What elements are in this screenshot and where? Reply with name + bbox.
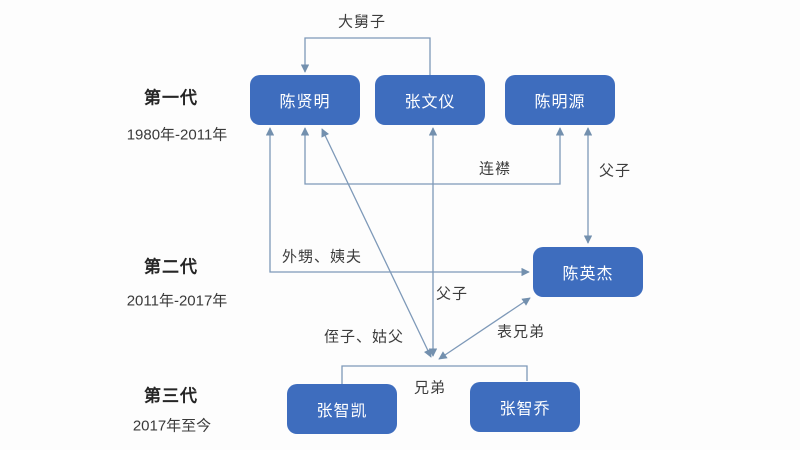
node-zhang-zhikai: 张智凯 xyxy=(287,384,397,434)
generation-2-label: 第二代 xyxy=(144,257,198,277)
generation-3-label: 第三代 xyxy=(144,386,198,406)
node-chen-xianming: 陈贤明 xyxy=(250,75,360,125)
generation-2-period: 2011年-2017年 xyxy=(126,292,228,310)
node-chen-yingjie: 陈英杰 xyxy=(533,247,643,297)
generation-3-period: 2017年至今 xyxy=(132,417,212,435)
generation-1-period: 1980年-2011年 xyxy=(126,126,228,144)
connector-waisheng-yifu xyxy=(265,127,530,277)
connector-xiongdi xyxy=(341,365,528,384)
connector-dajiuzi xyxy=(300,37,431,75)
edge-label-waisheng-yifu: 外甥、姨夫 xyxy=(281,248,363,266)
edge-label-biaoxiongdi: 表兄弟 xyxy=(496,323,546,341)
edge-label-xiongdi: 兄弟 xyxy=(413,379,447,397)
node-zhang-wenyi: 张文仪 xyxy=(375,75,485,125)
generation-1-label: 第一代 xyxy=(144,88,198,108)
node-chen-mingyuan: 陈明源 xyxy=(505,75,615,125)
edge-label-fuzi-right: 父子 xyxy=(598,162,632,180)
node-zhang-zhiqiao: 张智乔 xyxy=(470,382,580,432)
edge-label-lianjin: 连襟 xyxy=(478,160,512,178)
connector-zhizi-gufu xyxy=(321,128,432,358)
edge-label-dajiuzi: 大舅子 xyxy=(337,13,387,31)
edge-label-fuzi-middle: 父子 xyxy=(435,285,469,303)
edge-label-zhizi-gufu: 侄子、姑父 xyxy=(323,328,405,346)
connector-biaoxiongdi xyxy=(438,297,531,360)
